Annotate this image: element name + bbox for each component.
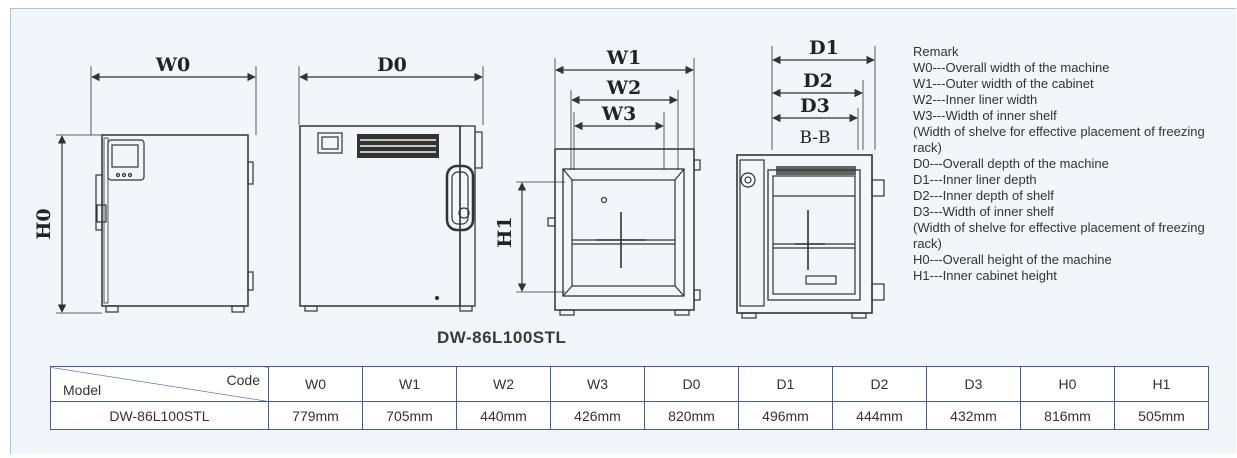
- value-cell: 705mm: [362, 401, 457, 430]
- header-cell: D2: [832, 366, 927, 402]
- remark-line: D1---Inner liner depth: [913, 172, 1037, 187]
- header-cell: W3: [550, 366, 645, 402]
- dim-label-w0: W0: [155, 54, 191, 76]
- header-cell: D0: [644, 366, 739, 402]
- remark-line: W1---Outer width of the cabinet: [913, 76, 1094, 91]
- header-cell: W2: [456, 366, 551, 402]
- remark-line: W0---Overall width of the machine: [913, 60, 1110, 75]
- dim-label-w3: W3: [601, 103, 637, 125]
- row-model-cell: DW-86L100STL: [50, 401, 269, 430]
- dim-label-h1: H1: [494, 216, 516, 247]
- remark-line: (Width of shelve for effective placement…: [913, 124, 1205, 155]
- header-cell: H1: [1114, 366, 1209, 402]
- front-open-view: W1 W2 W3 H1: [494, 47, 701, 316]
- header-cell: D1: [738, 366, 833, 402]
- remark-block: Remark W0---Overall width of the machine…: [913, 44, 1233, 284]
- section-label: B-B: [799, 128, 830, 148]
- value-cell: 426mm: [550, 401, 645, 430]
- table-header-row: Code Model W0 W1 W2 W3 D0 D1 D2 D3 H0 H1: [50, 366, 1209, 402]
- value-cell: 779mm: [268, 401, 363, 430]
- technical-drawings: W0 H0 D0: [33, 37, 885, 319]
- remark-line: W2---Inner liner width: [913, 92, 1038, 107]
- table-corner-cell: Code Model: [50, 366, 269, 402]
- header-cell: W1: [362, 366, 457, 402]
- dim-label-w2: W2: [606, 77, 642, 99]
- corner-code-label: Code: [226, 372, 260, 388]
- value-cell: 820mm: [644, 401, 739, 430]
- side-view: D0: [298, 54, 484, 312]
- header-cell: W0: [268, 366, 363, 402]
- dim-label-d3: D3: [800, 95, 830, 117]
- spec-table: Code Model W0 W1 W2 W3 D0 D1 D2 D3 H0 H1…: [50, 366, 1209, 430]
- dim-label-d1: D1: [809, 37, 839, 59]
- value-cell: 444mm: [832, 401, 927, 430]
- dim-label-h0: H0: [33, 208, 55, 239]
- value-cell: 505mm: [1114, 401, 1209, 430]
- header-cell: D3: [926, 366, 1021, 402]
- remark-line: H1---Inner cabinet height: [913, 268, 1057, 283]
- remark-heading: Remark: [913, 44, 959, 59]
- dim-label-d0: D0: [377, 54, 407, 76]
- remark-line: W3---Width of inner shelf: [913, 108, 1057, 123]
- section-view: D1 D2 D3 B-B: [736, 37, 885, 319]
- remark-line: D0---Overall depth of the machine: [913, 156, 1109, 171]
- remark-line: (Width of shelve for effective placement…: [913, 220, 1205, 251]
- value-cell: 496mm: [738, 401, 833, 430]
- remark-line: D3---Width of inner shelf: [913, 204, 1054, 219]
- dim-label-w1: W1: [606, 47, 642, 69]
- header-cell: H0: [1020, 366, 1115, 402]
- front-view: W0 H0: [33, 54, 257, 314]
- table-row: DW-86L100STL 779mm 705mm 440mm 426mm 820…: [50, 401, 1209, 430]
- corner-model-label: Model: [63, 382, 102, 398]
- model-caption: DW-86L100STL: [437, 328, 567, 347]
- remark-line: D2---Inner depth of shelf: [913, 188, 1054, 203]
- dim-label-d2: D2: [803, 70, 833, 92]
- value-cell: 440mm: [456, 401, 551, 430]
- remark-line: H0---Overall height of the machine: [913, 252, 1112, 267]
- value-cell: 432mm: [926, 401, 1021, 430]
- value-cell: 816mm: [1020, 401, 1115, 430]
